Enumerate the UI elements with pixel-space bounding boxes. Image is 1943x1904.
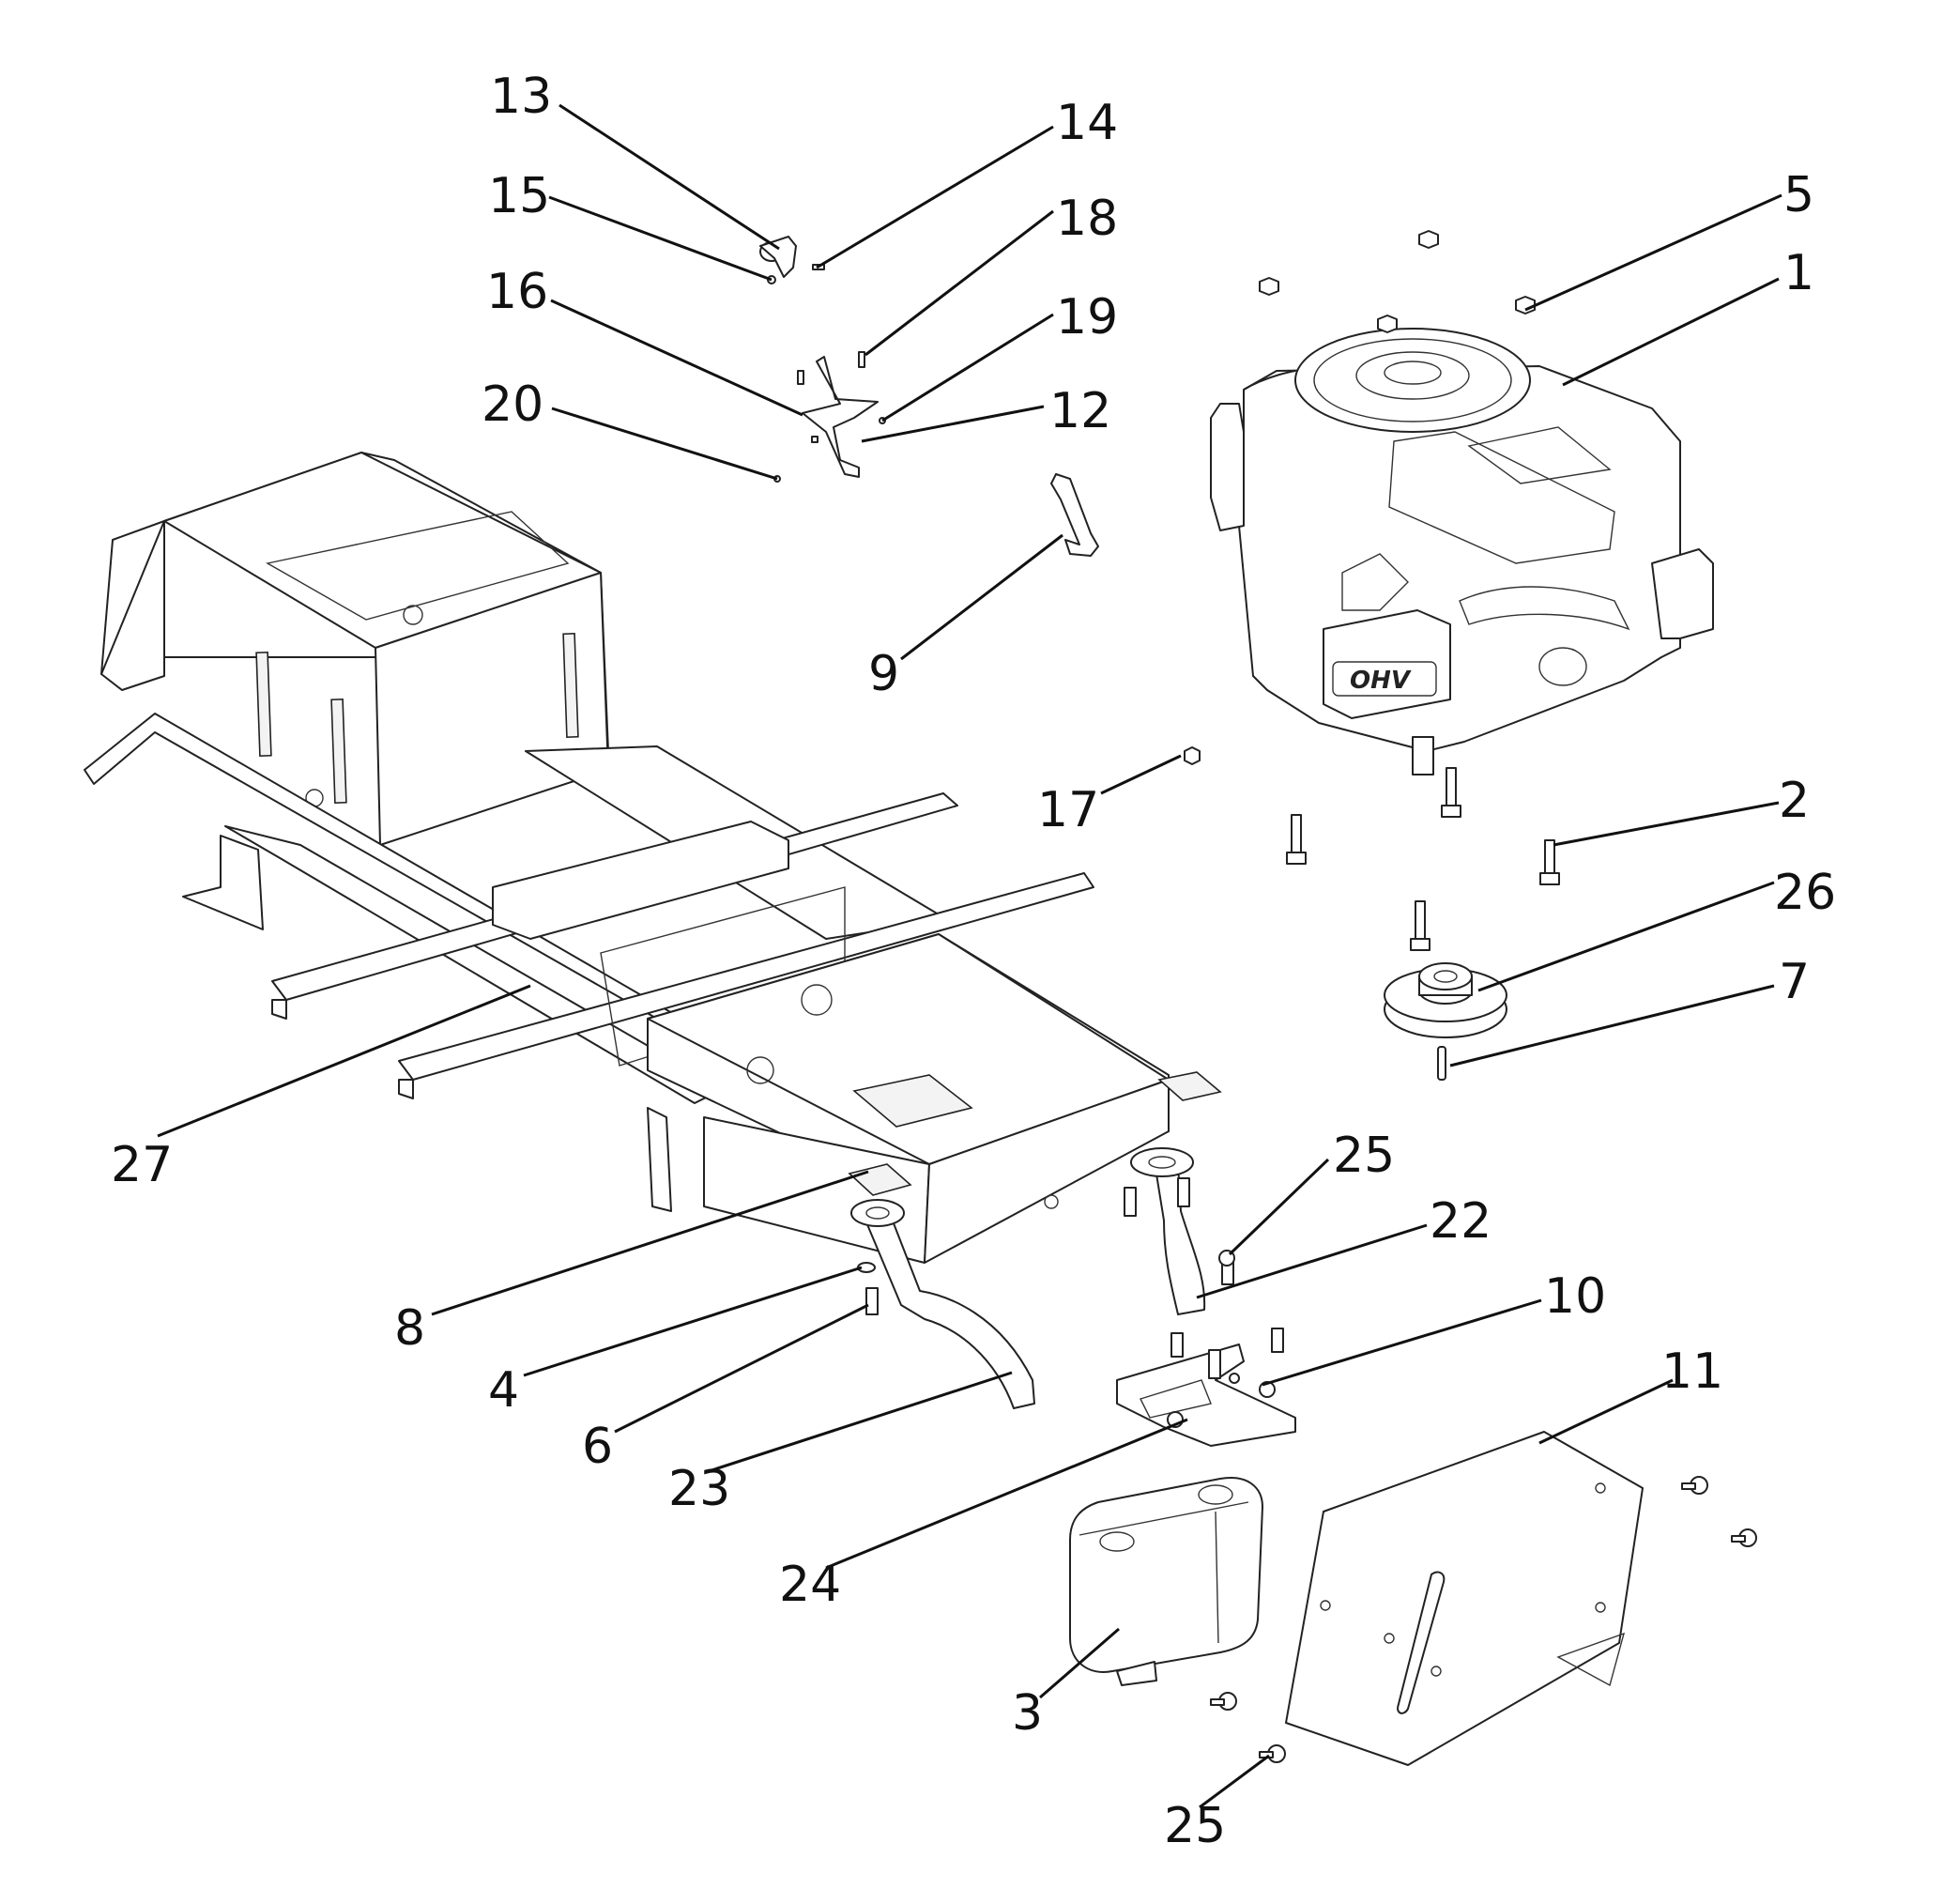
callout-7: 7: [1449, 954, 1810, 1067]
heat-shield-screws: [1210, 1250, 1757, 1763]
callout-9: 9: [868, 533, 1063, 702]
callout-label: 25: [1333, 1128, 1395, 1184]
cable-clip: [1050, 473, 1099, 557]
callout-label: 19: [1056, 289, 1118, 345]
nut-17: [1184, 746, 1201, 765]
callout-3: 3: [1012, 1627, 1120, 1742]
callout-label: 12: [1049, 383, 1111, 439]
callout-label: 3: [1012, 1685, 1043, 1742]
callout-27: 27: [111, 984, 531, 1193]
callout-26: 26: [1477, 865, 1836, 992]
callout-label: 26: [1774, 865, 1836, 921]
callout-14: 14: [816, 95, 1118, 269]
callout-15: 15: [488, 168, 773, 282]
callout-10: 10: [1262, 1268, 1606, 1387]
exhaust-pipes: [850, 1147, 1206, 1409]
callout-label: 4: [488, 1362, 519, 1419]
callout-label: 5: [1783, 167, 1814, 223]
callout-label: 14: [1056, 95, 1118, 151]
callout-4: 4: [488, 1266, 863, 1419]
callout-label: 10: [1544, 1268, 1606, 1325]
muffler-bracket: [1116, 1344, 1296, 1447]
callout-25-upper: 25: [1228, 1128, 1395, 1256]
callout-19: 19: [881, 289, 1118, 422]
engine: OHV: [1210, 230, 1714, 775]
callout-24: 24: [779, 1418, 1188, 1613]
callout-label: 9: [868, 646, 899, 702]
callout-label: 11: [1661, 1344, 1723, 1400]
callout-label: 24: [779, 1557, 841, 1613]
callout-12: 12: [861, 383, 1111, 443]
exhaust-bolts: [857, 1257, 1284, 1358]
callout-label: 17: [1037, 782, 1099, 838]
callout-label: 15: [488, 168, 550, 224]
callout-label: 25: [1164, 1798, 1226, 1854]
callout-label: 6: [582, 1419, 613, 1475]
heat-shield: [1285, 1431, 1644, 1766]
engine-mounting-bolts: [1286, 767, 1560, 951]
callout-22: 22: [1196, 1193, 1492, 1299]
callout-label: 7: [1779, 954, 1810, 1010]
callout-label: 27: [111, 1137, 173, 1193]
frame-assembly: [84, 452, 1222, 1264]
callout-label: 18: [1056, 191, 1118, 247]
callout-label: 8: [394, 1300, 425, 1357]
callout-label: 2: [1779, 773, 1810, 829]
throttle-control-hardware: [759, 236, 886, 483]
callout-16: 16: [486, 264, 803, 417]
pulley-key: [1437, 1046, 1446, 1081]
callout-label: 1: [1783, 245, 1814, 301]
callout-label: 23: [668, 1461, 730, 1517]
callout-17: 17: [1037, 754, 1182, 838]
callout-6: 6: [582, 1303, 869, 1475]
callout-label: 22: [1430, 1193, 1492, 1250]
callout-5: 5: [1524, 167, 1814, 312]
callout-label: 20: [482, 376, 543, 433]
callout-label: 16: [486, 264, 548, 320]
callout-1: 1: [1562, 245, 1814, 387]
muffler: [1069, 1477, 1263, 1686]
callout-8: 8: [394, 1170, 869, 1357]
callout-20: 20: [482, 376, 778, 481]
callout-25-lower: 25: [1164, 1754, 1270, 1854]
callout-11: 11: [1538, 1344, 1723, 1445]
callout-label: 13: [490, 69, 552, 125]
callout-13: 13: [490, 69, 780, 251]
callout-18: 18: [864, 191, 1118, 357]
callout-2: 2: [1553, 773, 1810, 847]
callout-23: 23: [668, 1371, 1013, 1517]
engine-logo-ohv: OHV: [1350, 667, 1412, 695]
engine-pulley: [1384, 962, 1507, 1038]
